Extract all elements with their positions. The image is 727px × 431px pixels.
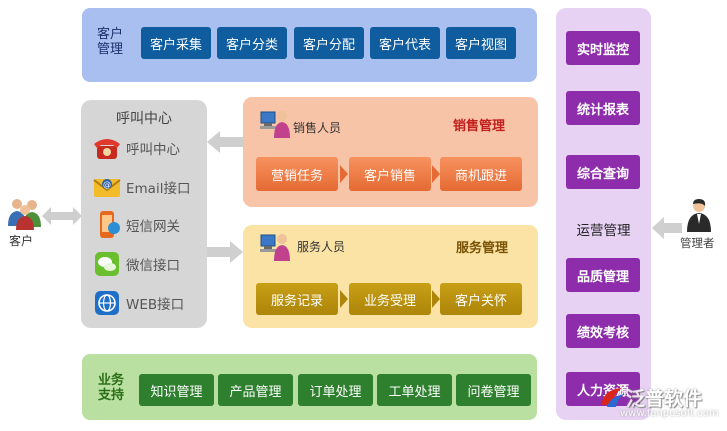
customer-collect-button[interactable]: 客户采集 xyxy=(141,27,211,59)
watermark-brand: 泛普软件 xyxy=(626,388,703,410)
customer-care-button[interactable]: 客户关怀 xyxy=(440,283,522,315)
watermark-url: www.fanpusoft.com xyxy=(620,408,719,419)
call-center-item-label: 微信接口 xyxy=(126,258,180,274)
call-center-item-wechat[interactable]: 微信接口 xyxy=(92,249,207,279)
questionnaire-management-button[interactable]: 问卷管理 xyxy=(456,374,531,406)
email-icon: @ xyxy=(92,173,122,201)
opportunity-followup-button[interactable]: 商机跟进 xyxy=(440,157,522,191)
sales-flow-arrow xyxy=(340,165,348,183)
call-center-item-label: Email接口 xyxy=(126,181,191,197)
quality-management-button[interactable]: 品质管理 xyxy=(566,258,640,292)
service-record-button[interactable]: 服务记录 xyxy=(256,283,338,315)
telephone-icon xyxy=(92,134,122,162)
statistics-report-button[interactable]: 统计报表 xyxy=(566,91,640,125)
comprehensive-query-button[interactable]: 综合查询 xyxy=(566,155,640,189)
call-center-item-email[interactable]: @ Email接口 xyxy=(92,172,207,202)
service-person-icon xyxy=(259,231,291,261)
call-center-to-service-arrow xyxy=(207,241,243,263)
sales-flow-arrow xyxy=(432,165,440,183)
customer-classify-button[interactable]: 客户分类 xyxy=(217,27,287,59)
salesperson-label: 销售人员 xyxy=(293,121,342,135)
operations-management-label: 运营管理 xyxy=(576,223,631,239)
wechat-icon xyxy=(92,250,122,278)
human-resources-button[interactable]: 人力资源 xyxy=(566,372,640,406)
order-processing-button[interactable]: 订单处理 xyxy=(298,374,373,406)
manager-icon xyxy=(686,198,712,232)
call-center-item-sms[interactable]: 短信网关 xyxy=(92,210,207,240)
business-acceptance-button[interactable]: 业务受理 xyxy=(349,283,431,315)
customer-label: 客户 xyxy=(9,234,34,248)
service-flow-arrow xyxy=(432,290,440,308)
realtime-monitor-button[interactable]: 实时监控 xyxy=(566,31,640,65)
operations-management-panel xyxy=(556,8,651,420)
customer-representative-button[interactable]: 客户代表 xyxy=(370,27,440,59)
customer-management-label: 客户 管理 xyxy=(96,27,123,57)
product-management-button[interactable]: 产品管理 xyxy=(218,374,293,406)
service-flow-arrow xyxy=(340,290,348,308)
customer-view-button[interactable]: 客户视图 xyxy=(446,27,516,59)
call-center-item-web[interactable]: WEB接口 xyxy=(92,288,207,318)
manager-label: 管理者 xyxy=(680,236,715,250)
performance-review-button[interactable]: 绩效考核 xyxy=(566,314,640,348)
svg-text:@: @ xyxy=(103,180,111,189)
work-order-processing-button[interactable]: 工单处理 xyxy=(377,374,452,406)
sales-management-title: 销售管理 xyxy=(453,119,506,134)
call-center-item-label: 呼叫中心 xyxy=(126,142,180,158)
customer-assign-button[interactable]: 客户分配 xyxy=(294,27,364,59)
call-center-item-phone[interactable]: 呼叫中心 xyxy=(92,133,207,163)
fanpu-logo-icon xyxy=(598,385,626,409)
manager-to-operations-arrow xyxy=(652,217,682,239)
salesperson-icon xyxy=(259,108,291,138)
service-person-label: 服务人员 xyxy=(297,240,346,254)
marketing-task-button[interactable]: 营销任务 xyxy=(256,157,338,191)
knowledge-management-button[interactable]: 知识管理 xyxy=(139,374,214,406)
sales-to-call-center-arrow xyxy=(207,131,243,153)
customer-call-center-double-arrow xyxy=(42,206,82,226)
customer-icon xyxy=(6,196,44,230)
web-globe-icon xyxy=(92,289,122,317)
call-center-title: 呼叫中心 xyxy=(116,111,172,127)
call-center-item-label: WEB接口 xyxy=(126,297,185,313)
business-support-label: 业务 支持 xyxy=(97,373,124,403)
mobile-phone-icon xyxy=(92,211,122,239)
customer-sales-button[interactable]: 客户销售 xyxy=(349,157,431,191)
service-management-title: 服务管理 xyxy=(456,241,509,256)
call-center-item-label: 短信网关 xyxy=(126,219,180,235)
